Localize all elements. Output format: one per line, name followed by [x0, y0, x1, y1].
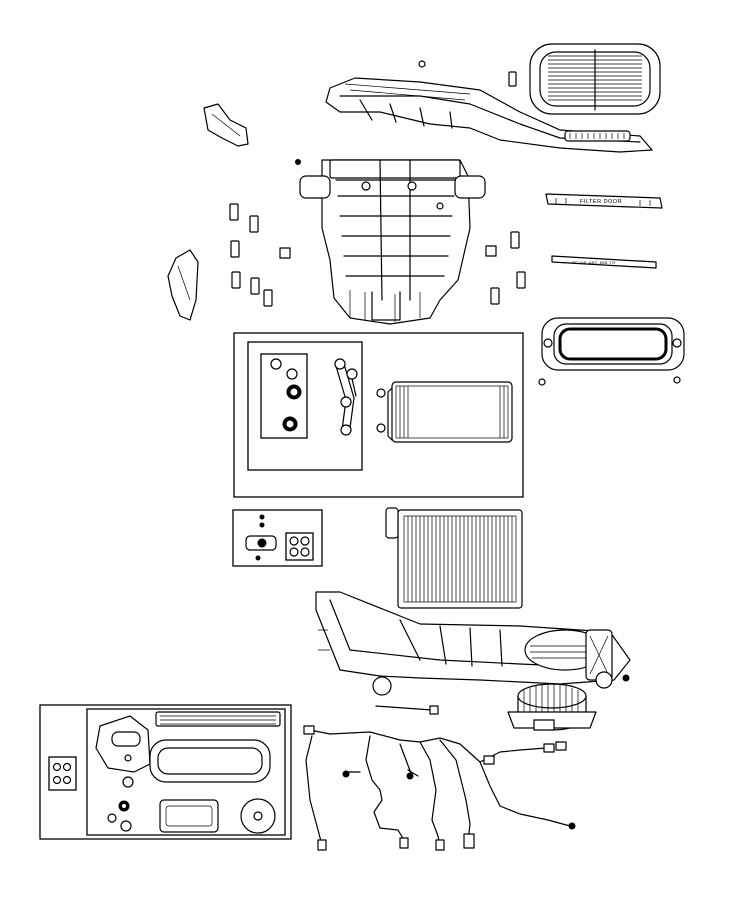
outlet-grille[interactable] [529, 43, 661, 115]
blower-motor[interactable] [507, 683, 597, 731]
filter-strip[interactable]: PD HR ABC 888 TR [551, 255, 657, 269]
heater-core[interactable] [387, 381, 513, 443]
seal-kit-subframe [260, 353, 308, 439]
filter-strip-label: PD HR ABC 888 TR [572, 260, 616, 265]
actuator-cluster-right[interactable] [485, 231, 526, 305]
heater-tube-subframe [247, 341, 363, 471]
actuator-cluster-left[interactable] [229, 203, 291, 307]
evaporator-core[interactable] [385, 507, 523, 609]
expansion-valve[interactable] [245, 514, 277, 561]
expansion-valve-kit-frame [232, 509, 323, 567]
oring-kit-subframe [285, 532, 314, 561]
wiring-harness[interactable] [303, 725, 576, 851]
duct-bracket[interactable] [203, 103, 249, 147]
heater-core-kit-frame [233, 332, 524, 498]
heater-core-orings[interactable] [376, 388, 386, 433]
side-duct[interactable] [167, 249, 199, 321]
small-oring-subframe [48, 756, 77, 791]
filter-door-label: FILTER DOOR [580, 199, 622, 205]
hvac-housing[interactable] [299, 159, 486, 325]
small-orings[interactable] [52, 762, 72, 785]
seal-kit-frame [39, 704, 292, 840]
expansion-valve-orings[interactable] [289, 536, 310, 557]
air-distribution-duct[interactable] [325, 77, 653, 153]
nut[interactable] [295, 159, 301, 165]
temperature-sensor[interactable] [375, 705, 439, 715]
seal-kit-parts[interactable] [95, 711, 281, 834]
seal-kit-subframe-large [86, 708, 286, 836]
filter-door[interactable]: FILTER DOOR [545, 193, 663, 209]
seal-kit[interactable] [270, 358, 302, 432]
heater-tubes[interactable] [334, 358, 358, 436]
housing-nut[interactable] [622, 674, 630, 682]
gasket-seal[interactable] [538, 317, 685, 386]
small-clip[interactable] [418, 60, 517, 87]
